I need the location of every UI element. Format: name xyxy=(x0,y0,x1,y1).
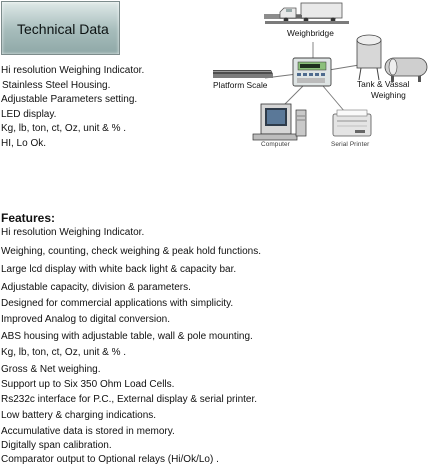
truck-icon xyxy=(264,2,349,24)
feature-item: Low battery & charging indications. xyxy=(1,410,157,421)
technical-data-item: HI, Lo Ok. xyxy=(1,137,47,149)
technical-data-badge: Technical Data xyxy=(1,1,120,55)
feature-item: Kg, lb, ton, ct, Oz, unit & % . xyxy=(1,347,127,358)
weighing-indicator-icon xyxy=(292,57,332,87)
feature-item: Comparator output to Optional relays (Hi… xyxy=(1,454,219,465)
feature-item: Hi resolution Weighing Indicator. xyxy=(1,227,145,238)
tank-label-line2: Weighing xyxy=(371,90,406,100)
serial-printer-icon xyxy=(332,109,372,137)
feature-item: Digitally span calibration. xyxy=(1,440,112,451)
feature-item: Improved Analog to digital conversion. xyxy=(1,314,170,325)
feature-item: Adjustable capacity, division & paramete… xyxy=(1,282,191,293)
tank-label-line1: Tank & Vassal xyxy=(357,79,410,89)
connectivity-diagram-art xyxy=(213,2,428,141)
computer-label: Computer xyxy=(261,141,290,148)
technical-data-list: Hi resolution Weighing Indicator. Stainl… xyxy=(1,64,144,152)
feature-item: ABS housing with adjustable table, wall … xyxy=(1,331,253,342)
technical-data-item: Kg, lb, ton, ct, Oz, unit & % . xyxy=(1,123,127,135)
feature-item: Accumulative data is stored in memory. xyxy=(1,426,175,437)
serial-printer-label: Serial Printer xyxy=(331,141,370,148)
technical-data-item: Adjustable Parameters setting. xyxy=(1,94,138,106)
feature-item: Rs232c interface for P.C., External disp… xyxy=(1,394,258,405)
features-title: Features: xyxy=(1,211,56,225)
technical-data-item: LED display. xyxy=(1,108,57,120)
technical-data-item: Hi resolution Weighing Indicator. xyxy=(1,65,145,76)
platform-scale-icon xyxy=(213,70,273,78)
technical-data-item: Stainless Steel Housing. xyxy=(2,79,111,91)
connectivity-diagram: Weighbridge Platform Scale Tank & Vassal… xyxy=(205,0,433,160)
platform-scale-label: Platform Scale xyxy=(213,80,268,90)
feature-item: Weighing, counting, check weighing & pea… xyxy=(1,246,261,257)
weighbridge-label: Weighbridge xyxy=(287,28,334,38)
computer-icon xyxy=(252,103,307,141)
technical-data-title: Technical Data xyxy=(17,21,109,37)
tank-icon xyxy=(356,34,428,82)
feature-item: Large lcd display with white back light … xyxy=(1,264,237,275)
feature-item: Gross & Net weighing. xyxy=(1,364,101,375)
feature-item: Support up to Six 350 Ohm Load Cells. xyxy=(1,379,175,390)
feature-item: Designed for commercial applications wit… xyxy=(1,298,234,309)
